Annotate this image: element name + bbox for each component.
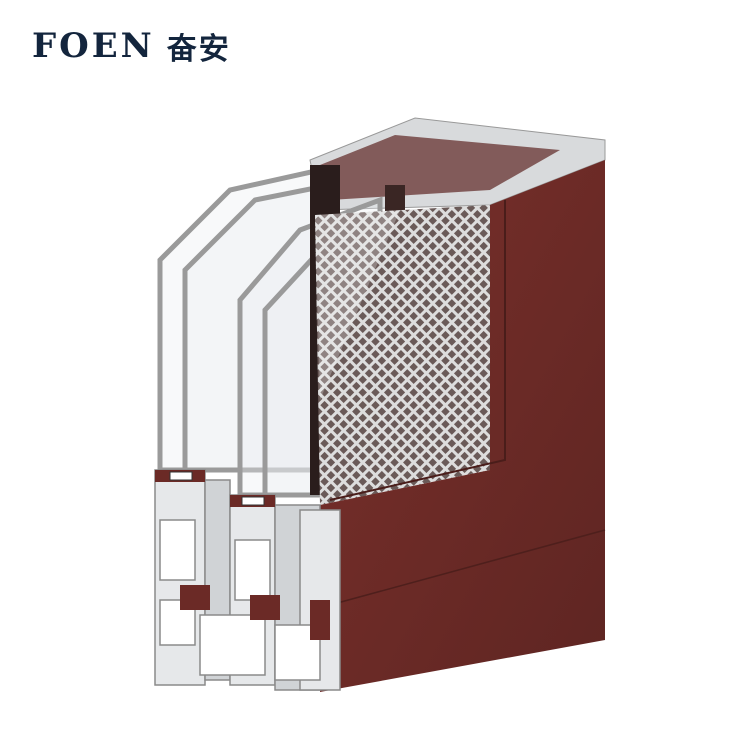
logo-text-cn: 奋安 xyxy=(166,32,231,67)
brown-frame xyxy=(320,160,605,692)
insect-screen-mesh xyxy=(315,205,490,505)
logo-text-en: FOEN xyxy=(32,26,155,66)
brand-logo: FOEN 奋安 xyxy=(32,24,231,68)
